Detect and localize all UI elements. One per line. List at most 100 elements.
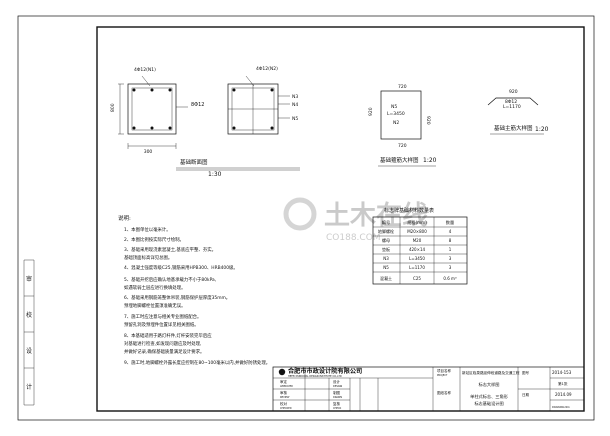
section-label-mid: 8Φ12 [191,102,204,108]
section-label-base-width: 300 [144,149,153,155]
table-cell: 3 [449,265,452,270]
main-bar-detail: 920 8Φ12 L=1170 基础主筋大样图 1:20 [487,89,549,135]
table-cell: L=3450 [409,256,425,261]
role-checked: 校对 [280,401,288,406]
side-label-draw: 计 [26,383,32,391]
note-line: 基础顶面标高详见总图。 [124,254,172,261]
number-label: 图号 [522,370,530,375]
note-line: 2、本图比例按实际尺寸绘制。 [124,236,184,243]
table-header-id: 编号 [382,219,390,226]
drawing-name: 标志大样图 [479,381,500,388]
section-label-height: 800 [110,103,116,112]
project-label: 项目名称 [437,368,451,373]
role-check: 复核 [333,401,341,406]
table-cell: 3 [449,256,452,261]
section-label-n4: N4 [292,102,298,108]
bar-title: 基础主筋大样图 [494,124,533,132]
number-value: 2014-153 [552,370,572,375]
side-label-check: 校 [26,311,32,319]
note-line: 8、本基础适用于路灯杆件,灯杆安装完毕后应 [124,332,212,339]
table-cell: L=1170 [409,265,425,270]
stirrup-mark: N5 [391,104,397,110]
stirrup-title: 基础箍筋大样图 [380,156,419,164]
date-label: 日期 [522,392,530,397]
role-review: 审核 [280,390,288,395]
section-label-n5: N5 [292,116,298,122]
watermark-main: 土木在线 [324,201,428,231]
project-name: 新站区临泉路延伸段道路及交通工程 [462,370,520,375]
role-drawn-en: DRAWN [333,396,342,399]
table-cell: M20 [413,238,422,243]
table-cell: 螺母 [382,237,390,243]
note-line: 7、施工时应注意与相关专业图纸配合。 [124,313,201,320]
table-cell: 4 [449,229,452,234]
table-cell: 地脚螺栓 [378,228,394,234]
role-checked-en: CHECKED [280,407,292,410]
table-cell: C25 [413,276,421,281]
side-label-design: 设 [26,347,32,355]
section-title: 基础断面图 [180,158,208,166]
stirrup-top-dim: 720 [398,84,407,90]
section-label-top-left: 4Φ12(N1) [134,67,156,73]
note-line: 预埋地脚螺栓位置须准确无误。 [124,302,185,309]
role-check-en: CHECK [333,407,342,410]
note-line: 1、本图单位以毫米计。 [124,226,171,233]
watermark-sub: CO188.COM [326,233,381,243]
table-cell: 8 [449,238,452,243]
stirrup-right-dim: 920 [425,116,431,125]
table-cell: N3 [383,256,389,261]
table-header-spec: 规格(mm) [407,219,427,226]
table-cell: 1 [449,247,452,252]
role-drawn: 制图 [333,390,341,395]
role-approved-en: APPROVED [280,385,293,388]
company-name: 合肥市市政设计院有限公司 [288,367,362,375]
table-title: 标志牌基础材料数量表 [384,207,434,214]
company-logo-icon [278,368,286,376]
bar-top-dim: 920 [509,89,518,95]
material-table: 标志牌基础材料数量表 编号 规格(mm) 数量 地脚螺栓 M20×800 4 螺… [372,207,468,285]
role-design-en: DESIGN [333,385,342,388]
section-label-top-right: 4Φ12(N2) [256,66,278,72]
watermark: 土木在线 CO188.COM [283,197,428,243]
drawing-detail-2: 标志基础设计图 [474,400,503,407]
table-cell: 420×14 [409,247,426,252]
table-cell: 混凝土 [380,275,392,281]
note-line: 6、基础采用钢筋笼整体吊装,钢筋保护层厚度35mm。 [124,294,230,301]
stirrup-length: L=3450 [387,111,405,117]
outer-frame [17,15,595,421]
sheet-number: 第1张 [558,381,568,386]
notes-title: 说明: [118,214,131,222]
stirrup-bottom-dim: 720 [398,143,407,149]
role-design: 设计 [333,379,341,384]
role-review-en: REVIEW [280,396,290,399]
table-cell: M20×800 [407,229,427,234]
title-block: 合肥市市政设计院有限公司 HEFEI MUNICIPAL DESIGN INST… [272,366,585,412]
note-line: 4、混凝土强度等级C25,钢筋采用HPB300、HRB400级。 [124,264,238,271]
stirrup-detail: 720 920 920 N5 L=3450 N2 720 基础箍筋大样图 1:2… [368,84,437,167]
role-approved: 审定 [280,379,288,384]
note-line: 对基础进行检查,如发现问题应及时处理, [124,340,201,347]
side-label-approve: 审 [26,275,32,283]
binding-strip: 审 校 设 计 [23,259,35,406]
section-label-n3: N3 [292,94,298,100]
note-line: 如遇软弱土层应进行换填处理。 [124,284,185,291]
bar-scale: 1:20 [535,126,549,133]
table-cell: 0.6 m³ [443,276,457,281]
foundation-section-right: 4Φ12(N2) N3 N4 N5 [227,66,298,135]
drawing-detail-1: 单柱式标志、三角形 [470,393,509,400]
note-line: 3、基础采用现浇素混凝土,基底应平整、夯实。 [124,246,216,253]
note-line: 9、施工时,地脚螺栓外露长度应控制在80~100毫米以内,并做好防锈处理。 [124,359,270,366]
bar-mid: 8Φ12 [505,99,517,105]
note-line: 预留孔洞及预埋件位置详见相关图纸。 [124,321,199,328]
drawing-no-label: DRAWING NO. [552,405,570,409]
stirrup-left-dim: 920 [368,107,374,116]
table-header-qty: 数量 [446,219,454,226]
company-name-en: HEFEI MUNICIPAL DESIGN INSTITUTE CO.,LTD [288,375,342,378]
section-scale: 1:30 [208,171,222,178]
stirrup-scale: 1:20 [423,157,437,164]
notes-block: 说明: 1、本图单位以毫米计。 2、本图比例按实际尺寸绘制。 3、基础采用现浇素… [118,214,270,366]
bar-length: L=1170 [503,104,521,110]
table-cell: N5 [383,265,389,270]
